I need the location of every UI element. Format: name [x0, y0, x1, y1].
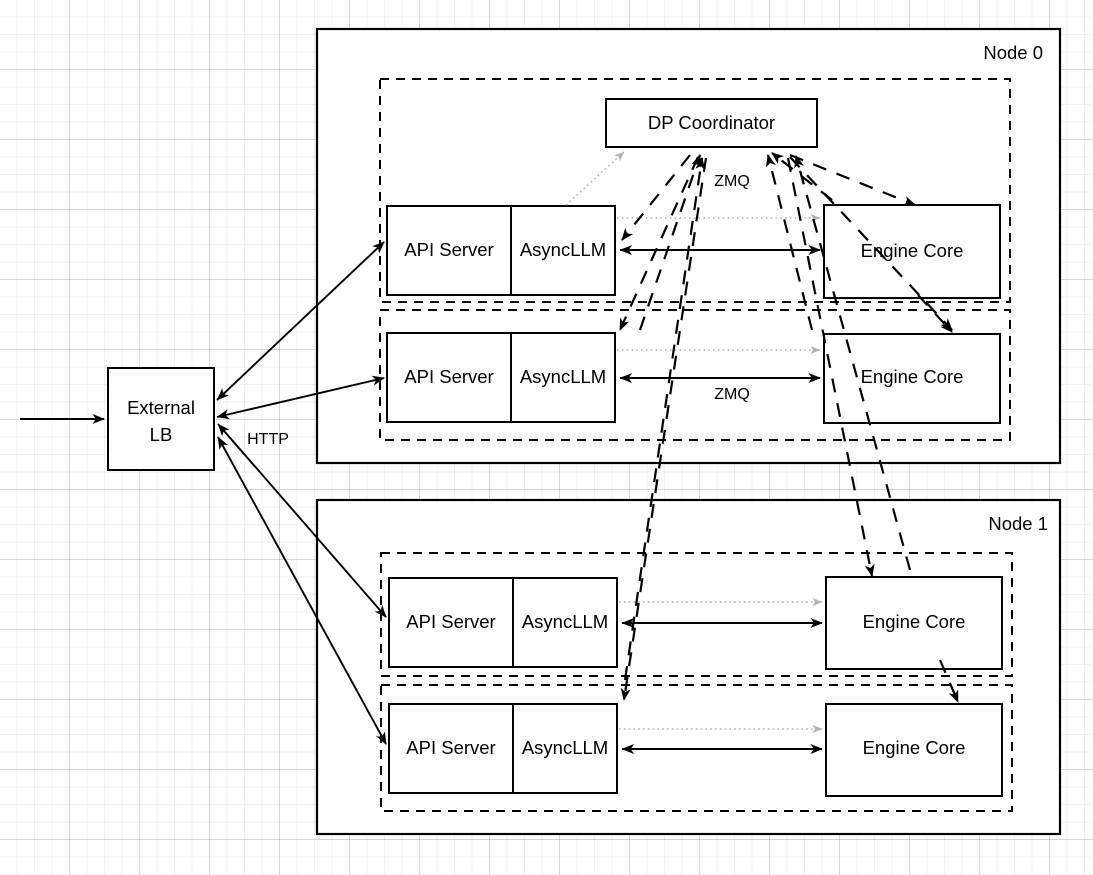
- node-0-group-0-engine-core-label: Engine Core: [861, 240, 964, 261]
- node-0-group-0-api-server-box[interactable]: [386, 205, 616, 296]
- node1-group0-asyncllm-to-coordinator-edge: [623, 157, 706, 681]
- zmq-label-top: ZMQ: [714, 173, 750, 190]
- node-0-group-1-engine-core-box[interactable]: [823, 333, 1001, 424]
- node-0-group-1-boundary: [379, 309, 1011, 441]
- node-1-group-1-engine-core-box[interactable]: [825, 703, 1003, 797]
- node-0-group-1-api-server-box[interactable]: [386, 332, 616, 423]
- node-1-group-0-engine-core-label: Engine Core: [863, 611, 966, 632]
- http-label: HTTP: [247, 431, 289, 448]
- node0-group1-asyncllm-to-coordinator-edge: [638, 154, 702, 331]
- node-1-group-1-engine-core-label: Engine Core: [863, 737, 966, 758]
- node-0-group-0-api-server-label: API Server: [404, 239, 493, 260]
- node-1-group-0-api-server-box[interactable]: [388, 577, 618, 668]
- node-1-group-0-async-llm-label: AsyncLLM: [522, 611, 608, 632]
- node-0-group-0-engine-core-box[interactable]: [823, 204, 1001, 299]
- coordinator-to-node0-group1-asyncllm-edge: [618, 156, 700, 331]
- lb-to-node0-group1-api-edge: [216, 375, 385, 420]
- node0-engine-downlink-edge: [917, 294, 953, 333]
- coordinator-to-node0-group0-engine-edge: [789, 153, 916, 207]
- node-1-group-1-api-server-box[interactable]: [388, 703, 618, 794]
- coordinator-to-node0-group0-asyncllm-edge: [621, 154, 691, 241]
- coordinator-to-node1-group1-asyncllm-edge: [620, 157, 708, 701]
- dp-coordinator-label: DP Coordinator: [648, 112, 775, 133]
- lb-to-node1-group1-api-edge: [217, 436, 387, 745]
- node-0-group-1-engine-core-label: Engine Core: [861, 366, 964, 387]
- node-0-group-1-async-llm-label: AsyncLLM: [520, 366, 606, 387]
- external-lb-box[interactable]: [107, 367, 215, 471]
- node-0-group-1-api-server-label: API Server: [404, 366, 493, 387]
- node-1-group-1-boundary: [380, 684, 1013, 812]
- node-0-group-0-boundary: [379, 78, 1011, 303]
- async-llm-to-coordinator-dotted-edge: [565, 151, 625, 206]
- coordinator-to-node1-group1-engine-edge: [938, 659, 960, 703]
- external-lb-label-line2: LB: [150, 424, 173, 445]
- node-1-group-0-engine-core-box[interactable]: [825, 576, 1003, 670]
- node-0-label: Node 0: [983, 42, 1043, 63]
- node1-group0-engine-to-coordinator-edge: [794, 155, 912, 571]
- zmq-label-second: ZMQ: [714, 386, 750, 403]
- lb-to-node0-group0-api-edge: [216, 241, 385, 401]
- external-lb-label-line1: External: [127, 397, 195, 418]
- node-1-label: Node 1: [988, 513, 1048, 534]
- node-1-group-1-async-llm-label: AsyncLLM: [522, 737, 608, 758]
- dp-coordinator-box[interactable]: [605, 98, 818, 148]
- node-1-group-0-api-server-label: API Server: [406, 611, 495, 632]
- node-1-group-1-api-server-label: API Server: [406, 737, 495, 758]
- node0-group1-engine-to-coordinator-edge: [765, 154, 814, 331]
- node-0-group-0-async-llm-label: AsyncLLM: [520, 239, 606, 260]
- coordinator-to-node1-group0-engine-edge: [786, 157, 875, 577]
